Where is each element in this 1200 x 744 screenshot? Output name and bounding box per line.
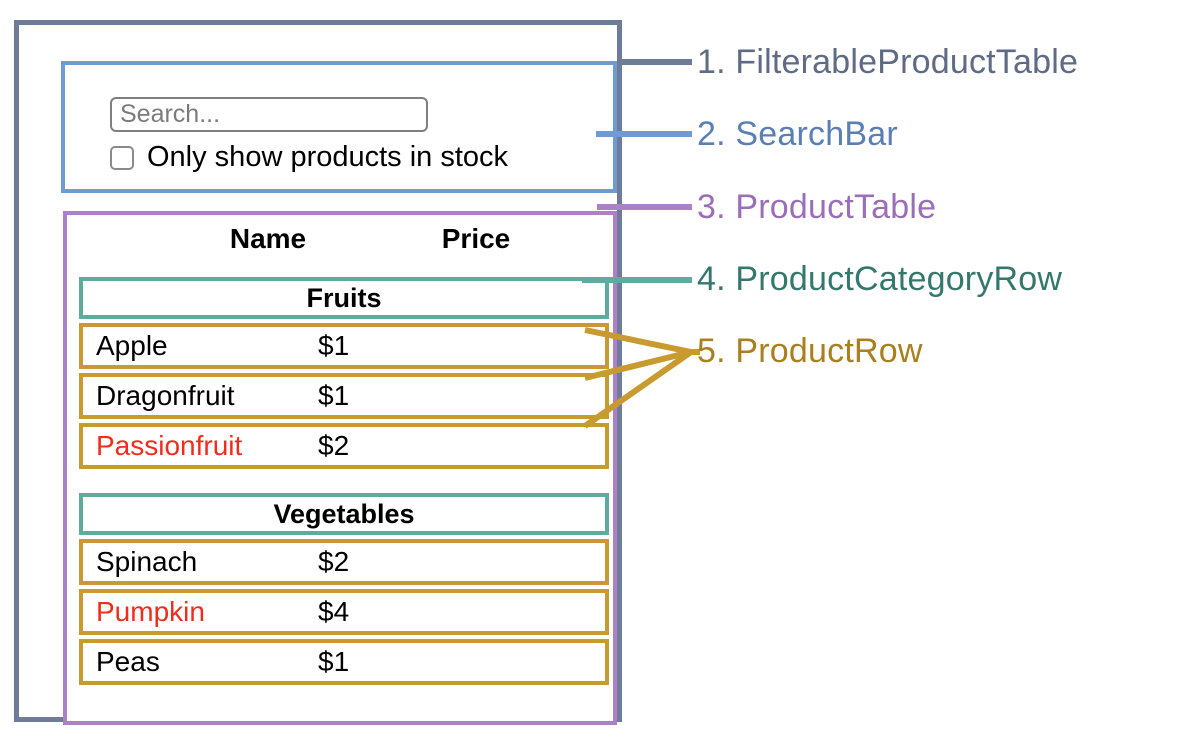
in-stock-filter-row[interactable]: Only show products in stock	[110, 143, 508, 172]
column-header-name: Name	[229, 223, 307, 254]
product-table-header: Name Price	[67, 225, 613, 265]
leader-line-product-category-row	[582, 277, 692, 283]
in-stock-checkbox[interactable]	[110, 145, 134, 170]
product-table-rows: Fruits Apple $1 Dragonfruit $1 Passionfr…	[79, 277, 609, 689]
product-name: Spinach	[96, 546, 198, 577]
product-price: $2	[318, 430, 350, 461]
product-row[interactable]: Dragonfruit $1	[79, 373, 609, 419]
search-input[interactable]: Search...	[110, 97, 428, 132]
in-stock-checkbox-label: Only show products in stock	[147, 141, 509, 173]
product-price: $1	[318, 330, 350, 361]
product-row[interactable]: Peas $1	[79, 639, 609, 685]
product-name-out-of-stock: Passionfruit	[96, 430, 243, 461]
product-row[interactable]: Apple $1	[79, 323, 609, 369]
product-table-box: Name Price Fruits Apple $1 Dragonfruit $…	[63, 211, 617, 725]
legend-item-product-category-row: 4. ProductCategoryRow	[697, 260, 1063, 298]
legend-item-search-bar: 2. SearchBar	[697, 115, 898, 153]
product-price: $4	[318, 596, 350, 627]
product-row[interactable]: Spinach $2	[79, 539, 609, 585]
product-name: Apple	[96, 330, 168, 361]
product-name: Dragonfruit	[96, 380, 235, 411]
legend-item-product-row: 5. ProductRow	[697, 332, 923, 370]
filterable-product-table-box: Search... Only show products in stock Na…	[14, 20, 622, 725]
product-row[interactable]: Pumpkin $4	[79, 589, 609, 635]
product-category-row: Vegetables	[79, 493, 609, 535]
leader-line-search-bar	[596, 131, 692, 137]
product-name: Peas	[96, 646, 160, 677]
leader-line-product-row-fan	[583, 327, 700, 429]
product-row[interactable]: Passionfruit $2	[79, 423, 609, 469]
product-price: $1	[318, 646, 350, 677]
legend-item-product-table: 3. ProductTable	[697, 188, 937, 226]
product-category-row: Fruits	[79, 277, 609, 319]
legend-item-filterable-product-table: 1. FilterableProductTable	[697, 43, 1079, 81]
search-bar-box: Search... Only show products in stock	[61, 61, 617, 193]
product-price: $1	[318, 380, 350, 411]
leader-line-product-table	[597, 204, 692, 210]
product-name-out-of-stock: Pumpkin	[96, 596, 205, 627]
column-header-price: Price	[441, 223, 511, 254]
search-input-placeholder: Search...	[120, 100, 221, 128]
product-price: $2	[318, 546, 350, 577]
leader-line-filterable-product-table	[620, 59, 692, 65]
